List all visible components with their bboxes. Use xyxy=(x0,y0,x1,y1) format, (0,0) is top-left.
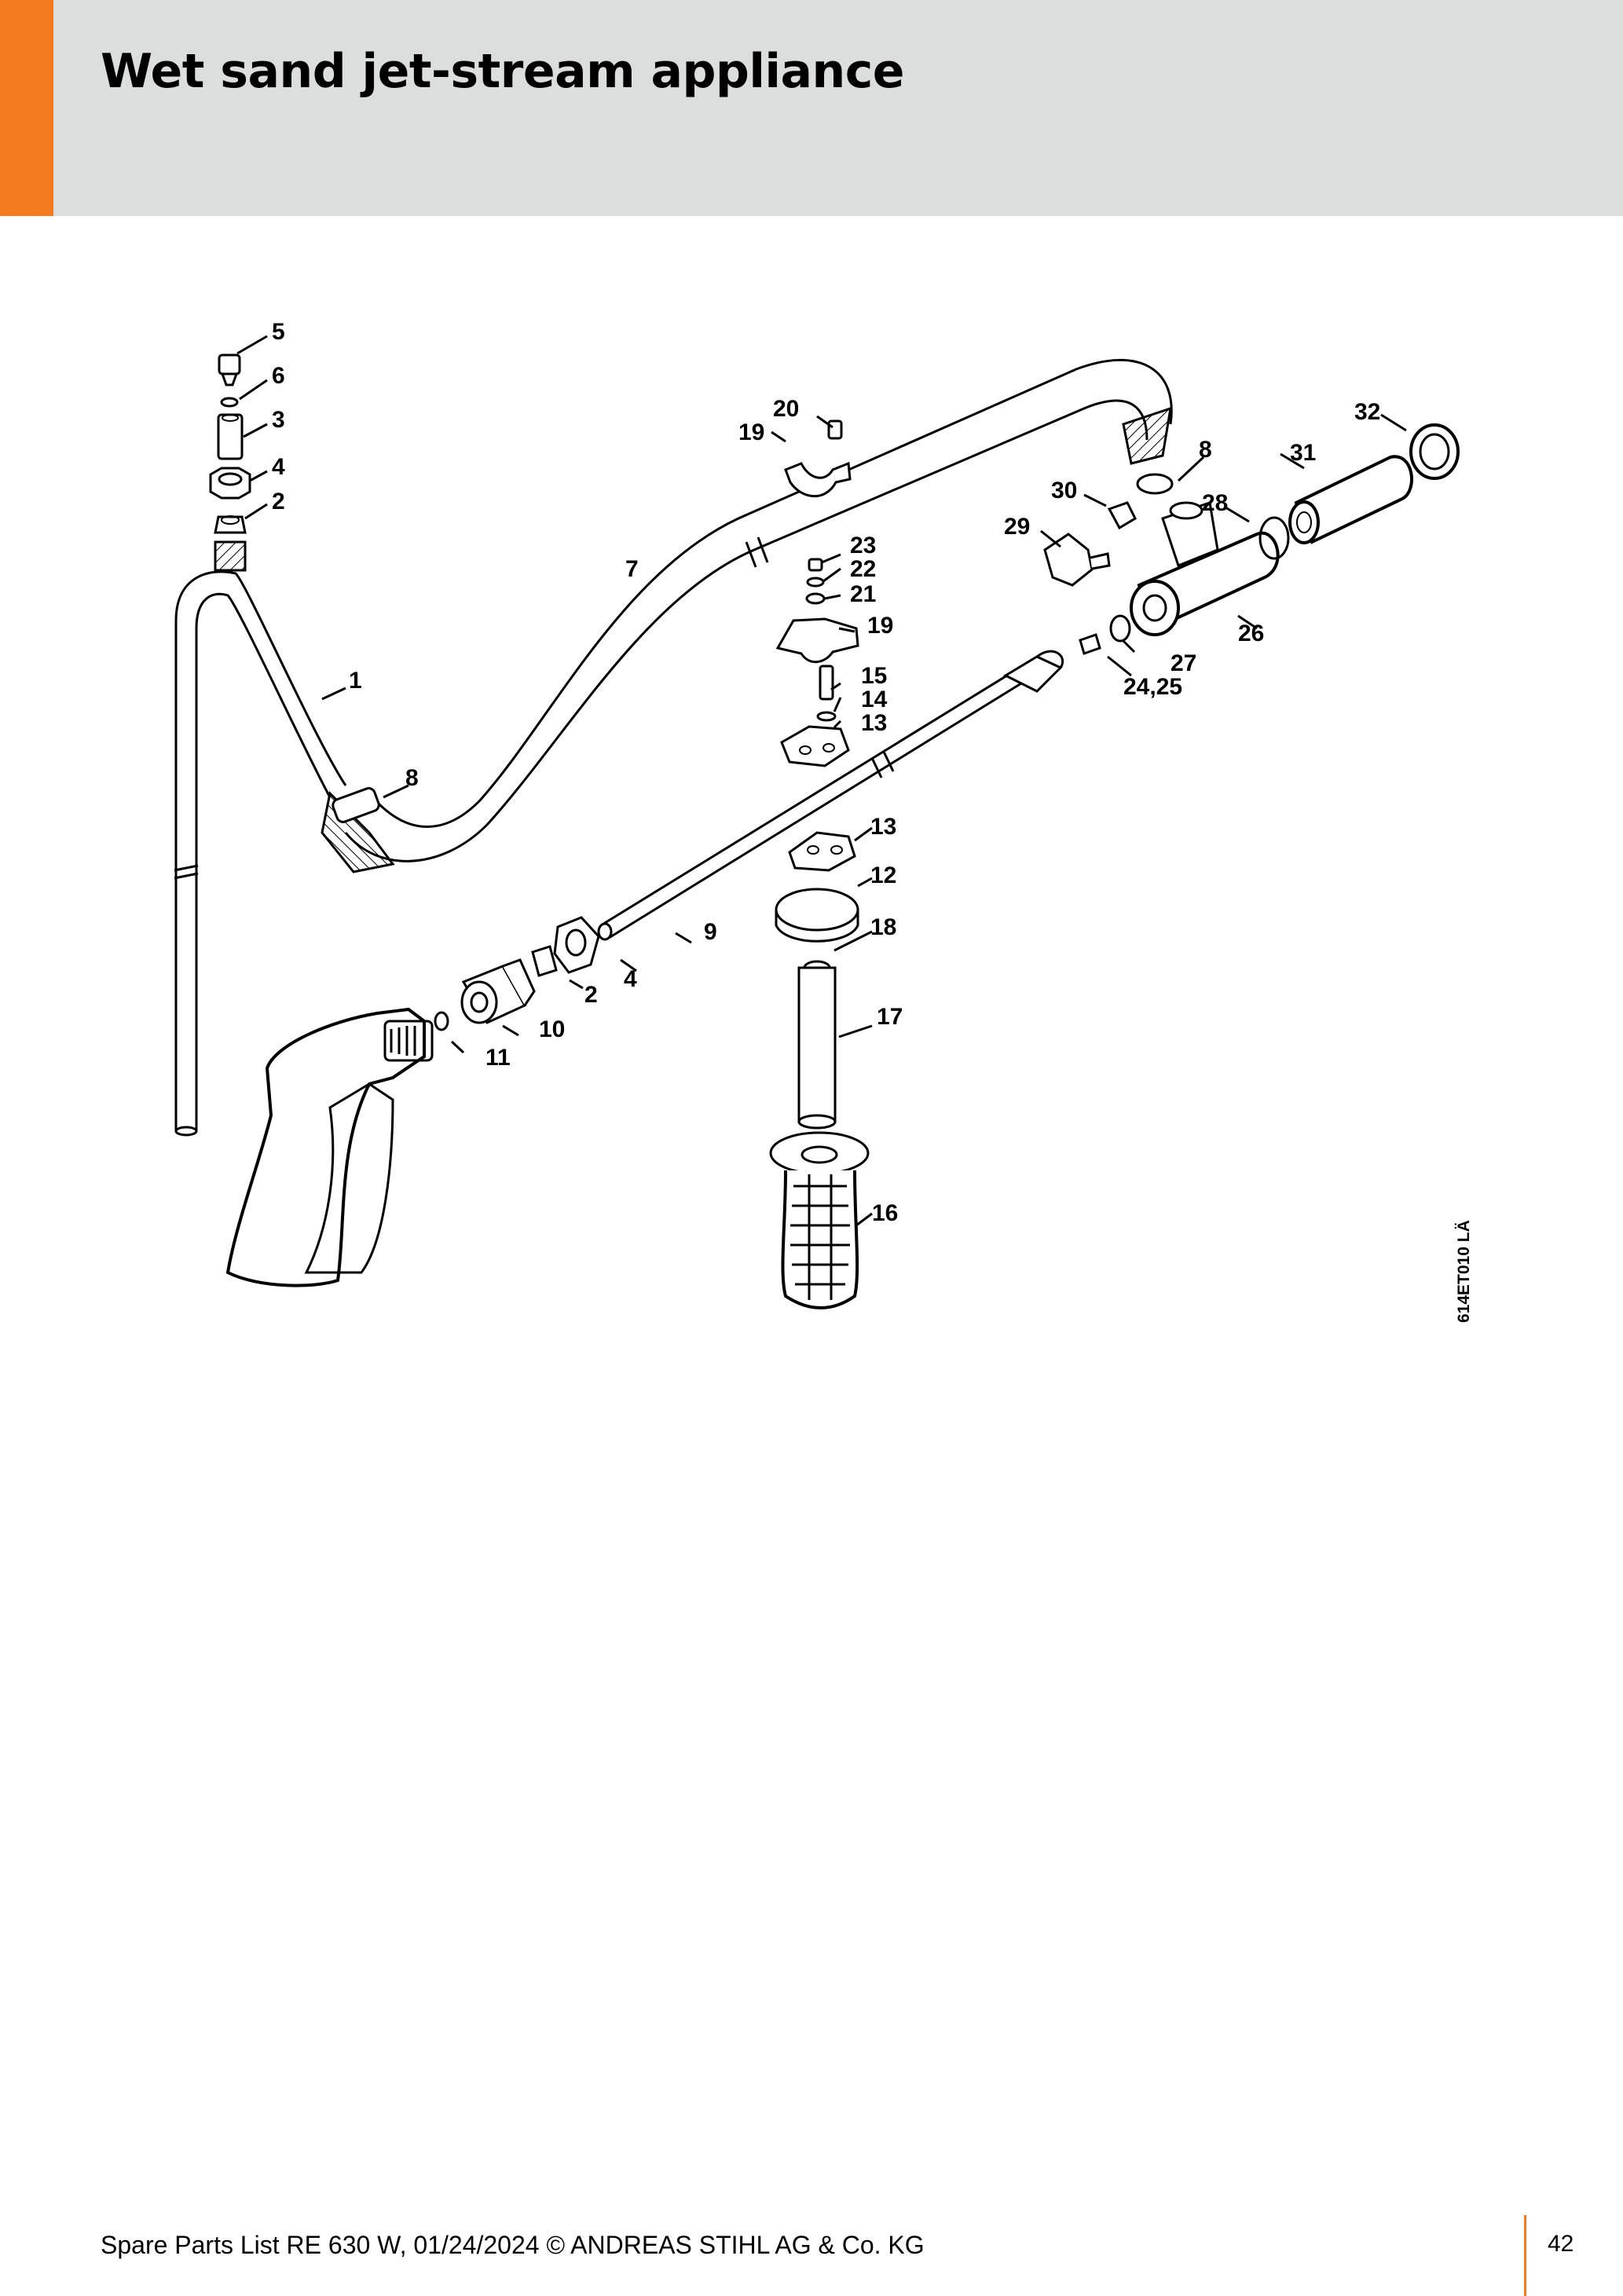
callout-9: 9 xyxy=(704,919,717,945)
page-number: 42 xyxy=(1548,2231,1574,2257)
callout-2: 2 xyxy=(272,489,285,514)
callout-28: 28 xyxy=(1202,490,1228,516)
exploded-parts-diagram: 5 6 3 4 2 1 8 7 9 4 2 10 11 13 12 18 17 … xyxy=(174,319,1473,1323)
callout-8: 8 xyxy=(405,765,419,791)
footer-divider xyxy=(1524,2215,1526,2296)
callout-24-25: 24,25 xyxy=(1123,674,1182,700)
hose-clamp-19-upper xyxy=(784,419,852,498)
callout-6: 6 xyxy=(272,363,285,389)
callout-13b: 13 xyxy=(870,814,896,840)
callout-12: 12 xyxy=(870,862,896,888)
callout-16: 16 xyxy=(872,1200,898,1226)
valve-knob-29-30 xyxy=(1043,473,1174,587)
callout-22: 22 xyxy=(850,556,876,582)
hose-clip-8-left xyxy=(332,787,380,823)
side-grip-assembly xyxy=(769,831,870,1309)
callout-31: 31 xyxy=(1290,440,1316,466)
callout-29: 29 xyxy=(1004,514,1030,540)
callout-26: 26 xyxy=(1238,621,1264,646)
callout-30: 30 xyxy=(1051,478,1077,504)
callout-11: 11 xyxy=(485,1045,511,1071)
callout-23: 23 xyxy=(850,533,876,558)
accent-bar xyxy=(0,0,53,216)
callout-19a: 19 xyxy=(738,419,764,445)
callout-2b: 2 xyxy=(584,982,598,1008)
lance-tube-part-9 xyxy=(597,650,1064,941)
leader-lines xyxy=(236,335,1407,1227)
callout-20: 20 xyxy=(773,396,799,422)
callout-4: 4 xyxy=(272,454,285,480)
callout-19b: 19 xyxy=(867,613,893,639)
callout-27: 27 xyxy=(1171,650,1196,676)
bracket-assembly-middle xyxy=(775,558,859,767)
hose-part-7 xyxy=(321,358,1173,873)
footer-text: Spare Parts List RE 630 W, 01/24/2024 © … xyxy=(101,2231,925,2259)
drawing-code: 614ET010 LÄ xyxy=(1455,1220,1473,1323)
lance-base-fittings xyxy=(434,916,600,1031)
callout-15: 15 xyxy=(861,663,887,689)
callout-13a: 13 xyxy=(861,710,887,736)
page-title: Wet sand jet-stream appliance xyxy=(101,44,904,99)
spray-gun-handle xyxy=(225,1007,434,1287)
callout-5: 5 xyxy=(272,319,285,345)
callout-10: 10 xyxy=(539,1016,565,1042)
callout-14: 14 xyxy=(861,687,888,712)
nozzle-parts-28-31-32 xyxy=(1258,423,1460,560)
callout-32: 32 xyxy=(1354,399,1380,425)
callout-17: 17 xyxy=(877,1004,903,1030)
header-band xyxy=(0,0,1623,216)
mixer-body-part-26 xyxy=(1079,501,1280,655)
callout-3: 3 xyxy=(272,407,285,433)
callout-21: 21 xyxy=(850,581,876,607)
top-fitting-stack xyxy=(209,353,251,534)
hose-part-1 xyxy=(174,540,347,1137)
callout-8b: 8 xyxy=(1199,437,1212,463)
callout-4b: 4 xyxy=(624,966,637,992)
callout-1: 1 xyxy=(349,668,362,694)
callout-7: 7 xyxy=(625,556,639,582)
callout-18: 18 xyxy=(870,914,896,940)
callout-labels: 5 6 3 4 2 1 8 7 9 4 2 10 11 13 12 18 17 … xyxy=(272,319,1473,1323)
